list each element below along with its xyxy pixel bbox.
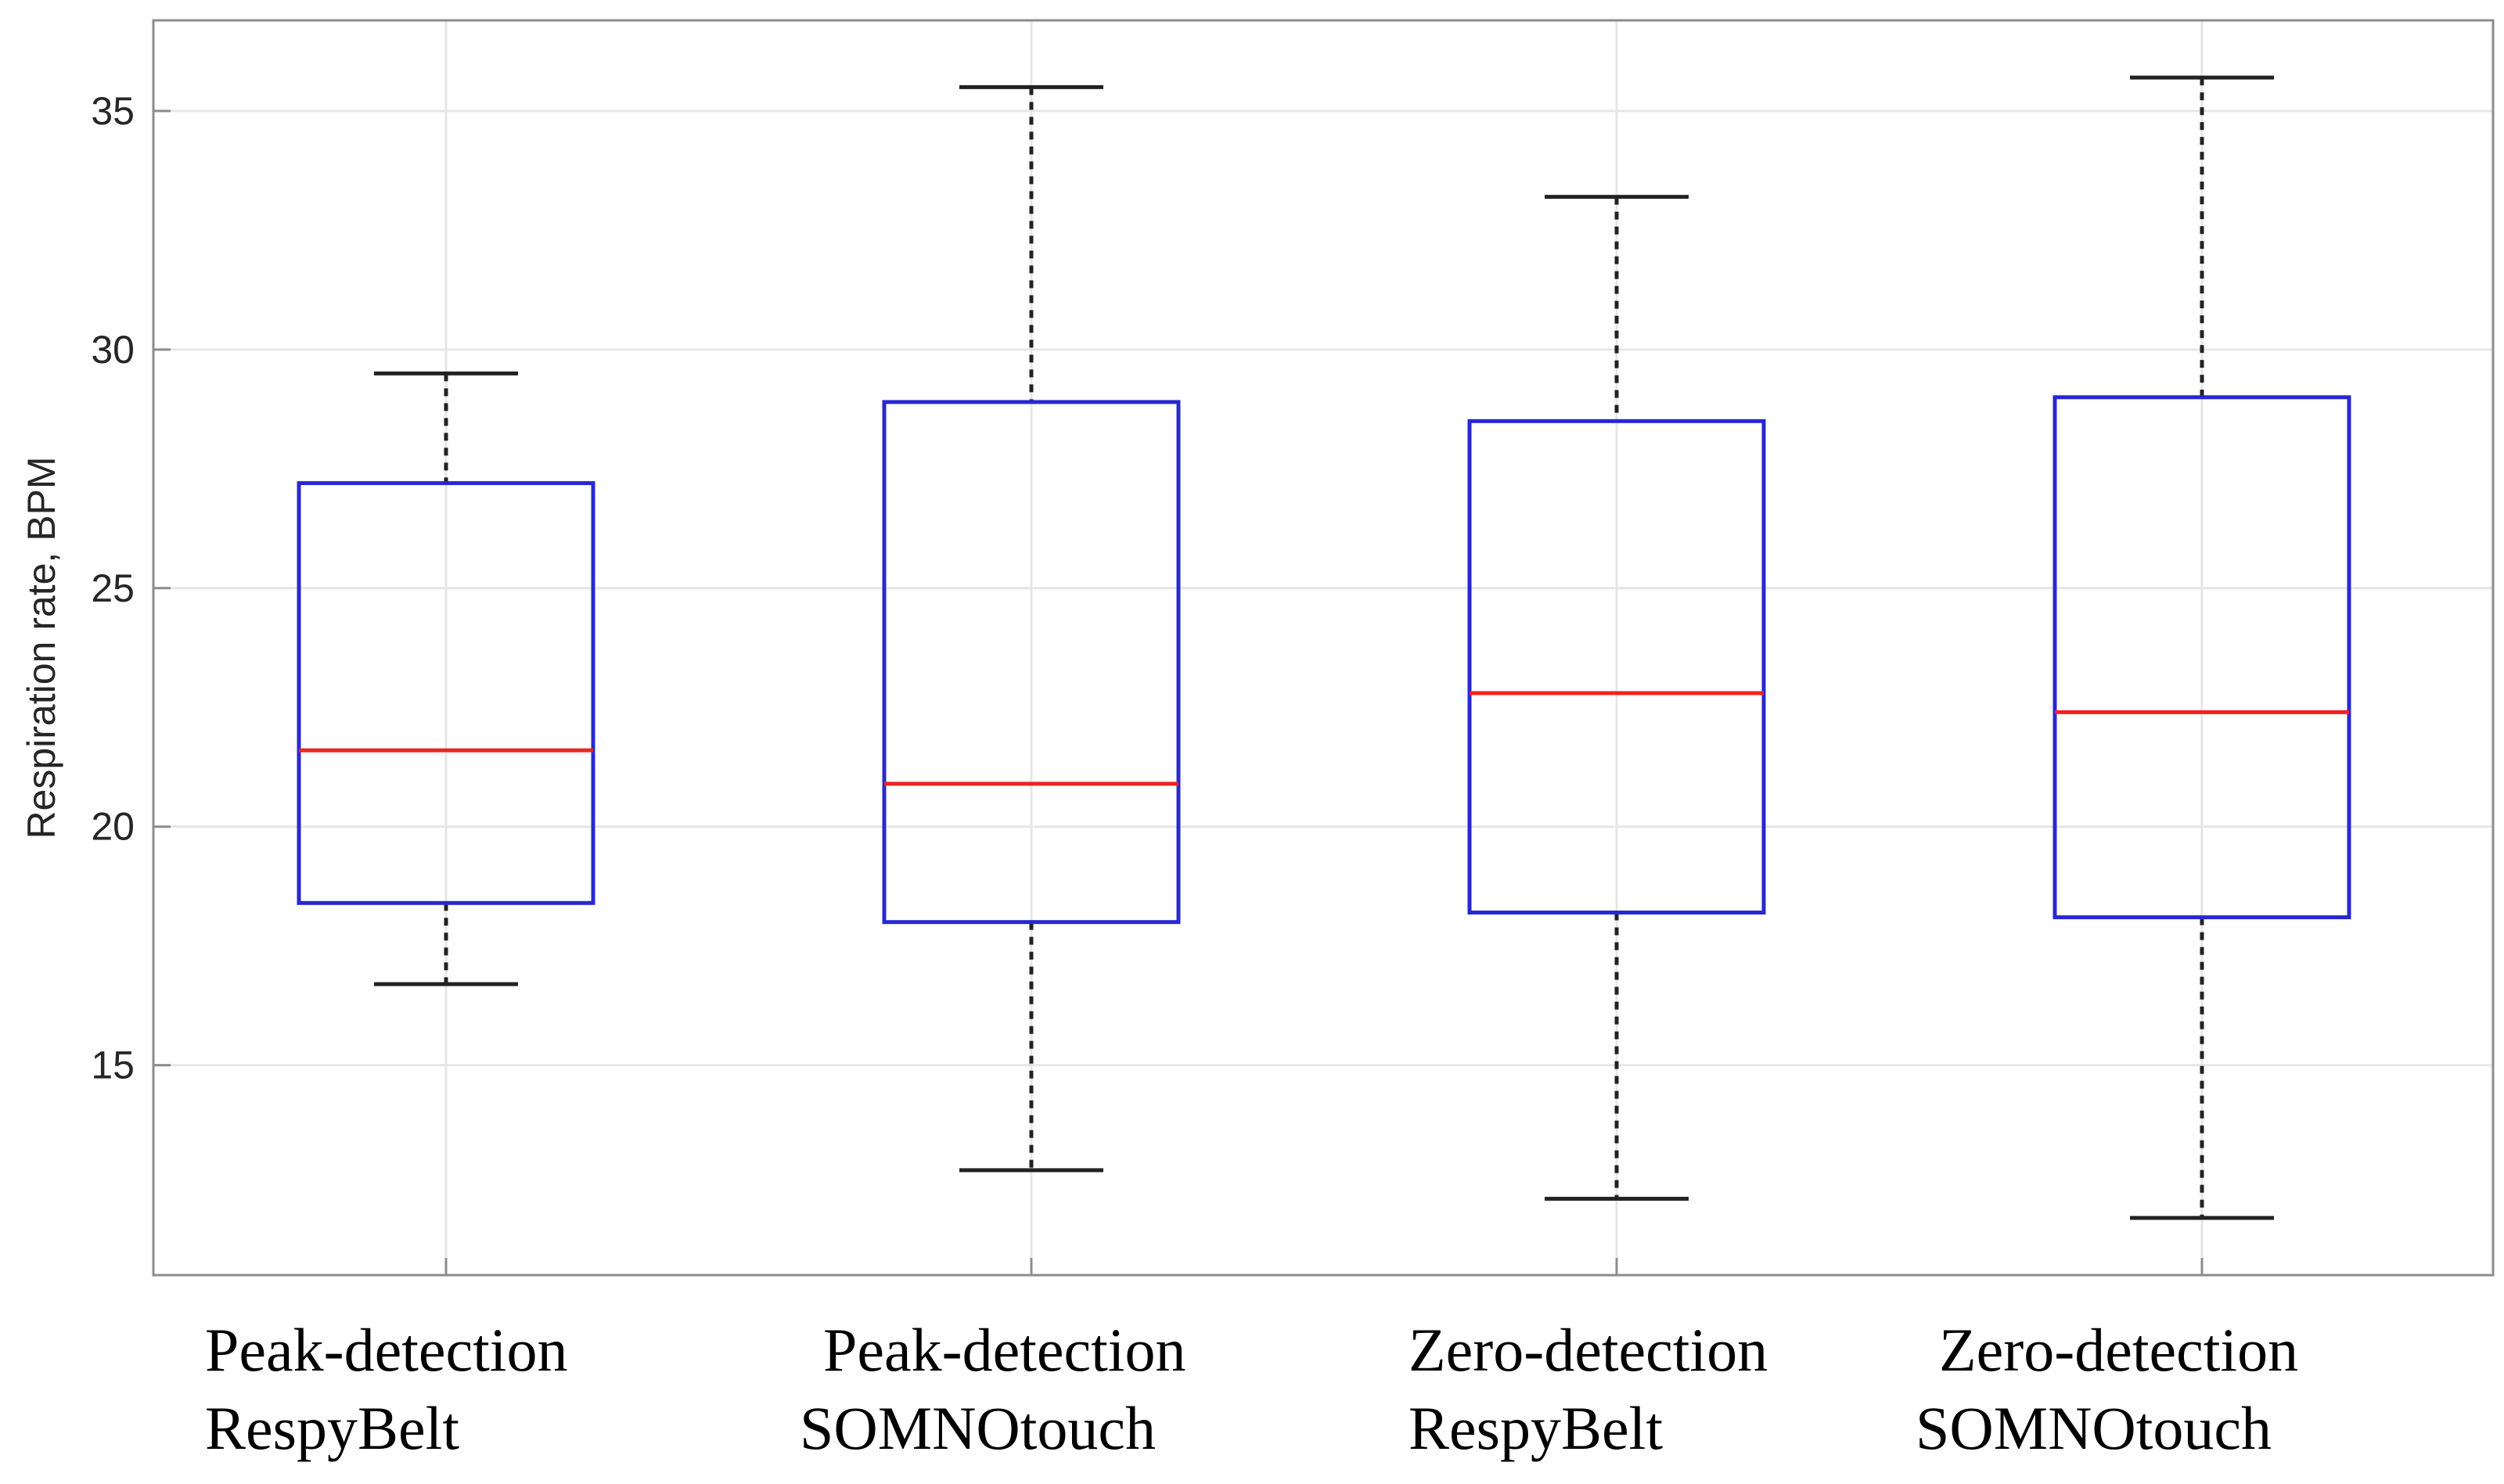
plot-area [153,20,2493,1275]
box-iqr [882,400,1181,925]
category-label: SOMNOtouch [1916,1394,2272,1462]
box-group [1467,195,1766,1201]
y-tick-labels: 15 20 25 30 35 [91,89,2204,1275]
box-group [2052,75,2351,1220]
box-group [882,84,1181,1173]
category-label: Peak-detection [205,1316,567,1384]
plot-frame [152,19,2495,1277]
box-iqr [2052,395,2351,920]
y-tick-label: 15 [91,1044,135,1087]
y-tick-label: 20 [91,805,135,849]
y-tick-label: 25 [91,566,135,610]
boxes [297,75,2351,1220]
category-label: SOMNOtouch [800,1394,1156,1462]
box-group [297,371,595,986]
category-label: Peak-detection [823,1316,1185,1384]
category-label: Zero-detection [1408,1316,1768,1384]
category-label: RespyBelt [1408,1394,1663,1462]
y-tick-label: 35 [91,89,135,133]
grid-lines [153,20,2493,1275]
y-axis-label: Respiration rate, BPM [20,456,63,839]
category-label: Zero-detection [1939,1316,2298,1384]
box-iqr [297,481,595,905]
y-tick-label: 30 [91,328,135,372]
category-label: RespyBelt [205,1394,459,1462]
box-iqr [1467,419,1766,914]
